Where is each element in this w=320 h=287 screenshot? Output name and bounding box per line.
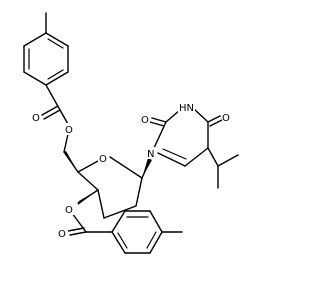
bond	[23, 71, 47, 86]
bond	[59, 109, 69, 125]
bond	[217, 154, 239, 167]
bond	[77, 160, 99, 173]
bond	[165, 109, 181, 123]
carbonyl-bond	[209, 119, 223, 127]
bond	[103, 205, 137, 219]
atom-o-uracil-c2: O	[141, 115, 149, 126]
aromatic-bond	[47, 69, 64, 80]
bond	[207, 147, 219, 167]
carbonyl-bond	[149, 121, 165, 127]
wedge-bond	[64, 151, 78, 172]
structure-drawing: O O O O O O O HN N	[23, 12, 239, 254]
bond	[63, 133, 69, 153]
bond	[111, 210, 126, 233]
carbonyl-bond	[207, 115, 221, 123]
bond	[193, 108, 209, 123]
bond	[45, 32, 69, 47]
bond	[149, 210, 163, 233]
carbonyl-bond	[43, 109, 61, 120]
bond	[135, 177, 143, 207]
double-bond	[162, 148, 187, 160]
carbonyl-bond	[41, 105, 59, 116]
atom-o-ring: O	[99, 154, 107, 165]
atom-labels: O O O O O O O HN N	[31, 101, 232, 240]
wedge-bond	[78, 190, 98, 205]
bond	[45, 71, 69, 86]
molecule-canvas: O O O O O O O HN N	[23, 12, 239, 254]
bond	[23, 32, 47, 47]
bond	[77, 171, 99, 191]
aromatic-bond	[117, 232, 128, 249]
bond	[157, 152, 186, 167]
carbonyl-bond	[69, 231, 87, 236]
carbonyl-bond	[151, 117, 167, 123]
bond	[97, 189, 105, 219]
atom-o-lower-ester: O	[65, 205, 73, 216]
atom-o-upper-ester: O	[65, 125, 73, 136]
atom-o-lower-carbonyl: O	[58, 229, 66, 240]
bond	[184, 147, 209, 167]
bond	[109, 156, 143, 179]
uracil-ring	[153, 108, 209, 167]
upper-toluoyl-ring	[23, 32, 69, 86]
aromatic-bond	[146, 231, 157, 249]
atom-n1: N	[147, 149, 154, 160]
atom-o-uracil-c4: O	[222, 113, 230, 124]
carbonyl-bond	[67, 227, 85, 232]
bond	[71, 212, 87, 233]
wedge-bond	[142, 158, 152, 178]
deoxyribose-ring	[63, 151, 143, 219]
lower-toluoyl-ring	[111, 210, 163, 254]
atom-n3-h: HN	[179, 103, 194, 114]
bond	[111, 231, 126, 254]
aromatic-bond	[47, 38, 64, 49]
bond	[149, 231, 163, 254]
atom-o-upper-carbonyl: O	[32, 113, 40, 124]
